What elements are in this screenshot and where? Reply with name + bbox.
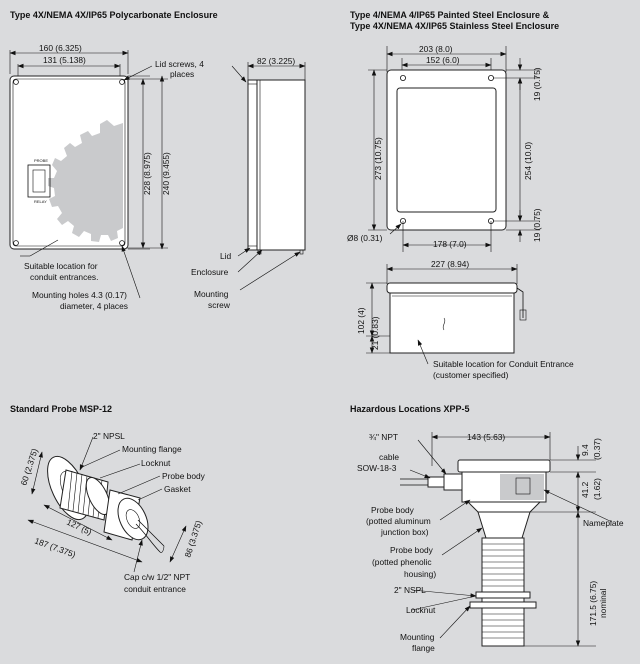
xpp-cable-label-1: cable xyxy=(379,452,399,462)
xpp-dim-9-4-in: (0.37) xyxy=(592,438,602,460)
msp-probe-body-label: Probe body xyxy=(162,471,206,481)
steel-conduit-label-2: (customer specified) xyxy=(433,370,509,380)
polycarbonate-side-view xyxy=(231,62,306,291)
steel-top-offset: 19 (0.75) xyxy=(532,67,542,101)
mounting-screw-label-2: screw xyxy=(208,300,231,310)
msp-dim-60: 60 (2.375) xyxy=(18,447,39,487)
xpp-npt-label: ¾" NPT xyxy=(369,432,398,442)
xpp-nameplate-label: Nameplate xyxy=(583,518,624,528)
lid-screws-label-1: Lid screws, 4 xyxy=(155,59,204,69)
steel-conduit-label-1: Suitable location for Conduit Entrance xyxy=(433,359,574,369)
msp-flange-label: Mounting flange xyxy=(122,444,182,454)
poly-width-outer: 160 (6.325) xyxy=(39,43,82,53)
polycarbonate-front-view: PROBE RELAY 228 (8.975) 240 (9.455) xyxy=(9,50,171,299)
poly-depth: 82 (3.225) xyxy=(257,56,295,66)
enclosure-label: Enclosure xyxy=(191,267,229,277)
xpp-cable-label-2: SOW-18-3 xyxy=(357,463,397,473)
steel-side-width: 227 (8.94) xyxy=(431,259,469,269)
lid-label: Lid xyxy=(220,251,232,261)
steel-bottom-offset: 19 (0.75) xyxy=(532,208,542,242)
steel-side-view xyxy=(366,264,527,365)
conduit-area-shade xyxy=(48,120,123,242)
polycarbonate-heading: Type 4X/NEMA 4X/IP65 Polycarbonate Enclo… xyxy=(10,10,218,20)
xpp-probe-ph-label-2: (potted phenolic xyxy=(372,557,432,567)
poly-conduit-label-1: Suitable location for xyxy=(24,261,98,271)
xpp-probe-ph-label-1: Probe body xyxy=(390,545,434,555)
board-label-probe: PROBE xyxy=(34,158,48,163)
xpp-probe-al-label-3: junction box) xyxy=(380,527,429,537)
msp-gasket-label: Gasket xyxy=(164,484,191,494)
poly-width-inner: 131 (5.138) xyxy=(43,55,86,65)
msp-probe-drawing xyxy=(27,436,187,573)
msp-locknut-label: Locknut xyxy=(141,458,171,468)
msp-cap-label-1: Cap c/w 1/2" NPT xyxy=(124,572,190,582)
steel-height-inner: 254 (10.0) xyxy=(523,142,533,180)
steel-front-view xyxy=(368,46,540,252)
steel-height-outer: 273 (10.75) xyxy=(373,137,383,180)
poly-height-inner: 228 (8.975) xyxy=(142,152,152,195)
steel-hole-diameter: Ø8 (0.31) xyxy=(347,233,383,243)
steel-heading-line2: Type 4X/NEMA 4X/IP65 Stainless Steel Enc… xyxy=(350,21,560,31)
poly-holes-label-2: diameter, 4 places xyxy=(60,301,128,311)
msp-dim-86: 86 (3.375) xyxy=(182,519,203,559)
steel-side-bottom: 21 (0.83) xyxy=(370,316,380,350)
steel-width-inner: 152 (6.0) xyxy=(426,55,460,65)
steel-width-outer: 203 (8.0) xyxy=(419,44,453,54)
xpp-length-nominal: nominal xyxy=(598,589,608,618)
xpp-flange-label-1: Mounting xyxy=(400,632,435,642)
msp-dim-187: 187 (7.375) xyxy=(33,535,77,559)
poly-conduit-label-2: conduit entrances. xyxy=(30,272,98,282)
steel-hole-span: 178 (7.0) xyxy=(433,239,467,249)
xpp-flange-label-2: flange xyxy=(412,643,435,653)
xpp-heading: Hazardous Locations XPP-5 xyxy=(350,404,470,414)
poly-holes-label-1: Mounting holes 4.3 (0.17) xyxy=(32,290,127,300)
xpp-dim-41-2-in: (1.62) xyxy=(592,478,602,500)
poly-height-outer: 240 (9.455) xyxy=(161,152,171,195)
msp-cap-label-2: conduit entrance xyxy=(124,584,186,594)
xpp-nspl-label: 2" NSPL xyxy=(394,585,426,595)
xpp-width: 143 (5.63) xyxy=(467,432,505,442)
xpp-probe-al-label-2: (potted aluminum xyxy=(366,516,431,526)
xpp-probe-drawing xyxy=(400,432,613,647)
xpp-dim-9-4: 9.4 xyxy=(580,444,590,456)
msp-heading: Standard Probe MSP-12 xyxy=(10,404,113,414)
steel-heading-line1: Type 4/NEMA 4/IP65 Painted Steel Enclosu… xyxy=(350,10,550,20)
xpp-probe-ph-label-3: housing) xyxy=(404,569,436,579)
xpp-dim-41-2: 41.2 xyxy=(580,481,590,498)
xpp-probe-al-label-1: Probe body xyxy=(371,505,415,515)
xpp-length: 171.5 (6.75) xyxy=(588,581,598,626)
xpp-locknut-label: Locknut xyxy=(406,605,436,615)
steel-side-height: 102 (4) xyxy=(356,307,366,334)
mounting-screw-label-1: Mounting xyxy=(194,289,229,299)
board-label-relay: RELAY xyxy=(34,199,47,204)
msp-npsl-label: 2" NPSL xyxy=(93,431,125,441)
lid-screws-label-2: places xyxy=(170,69,194,79)
